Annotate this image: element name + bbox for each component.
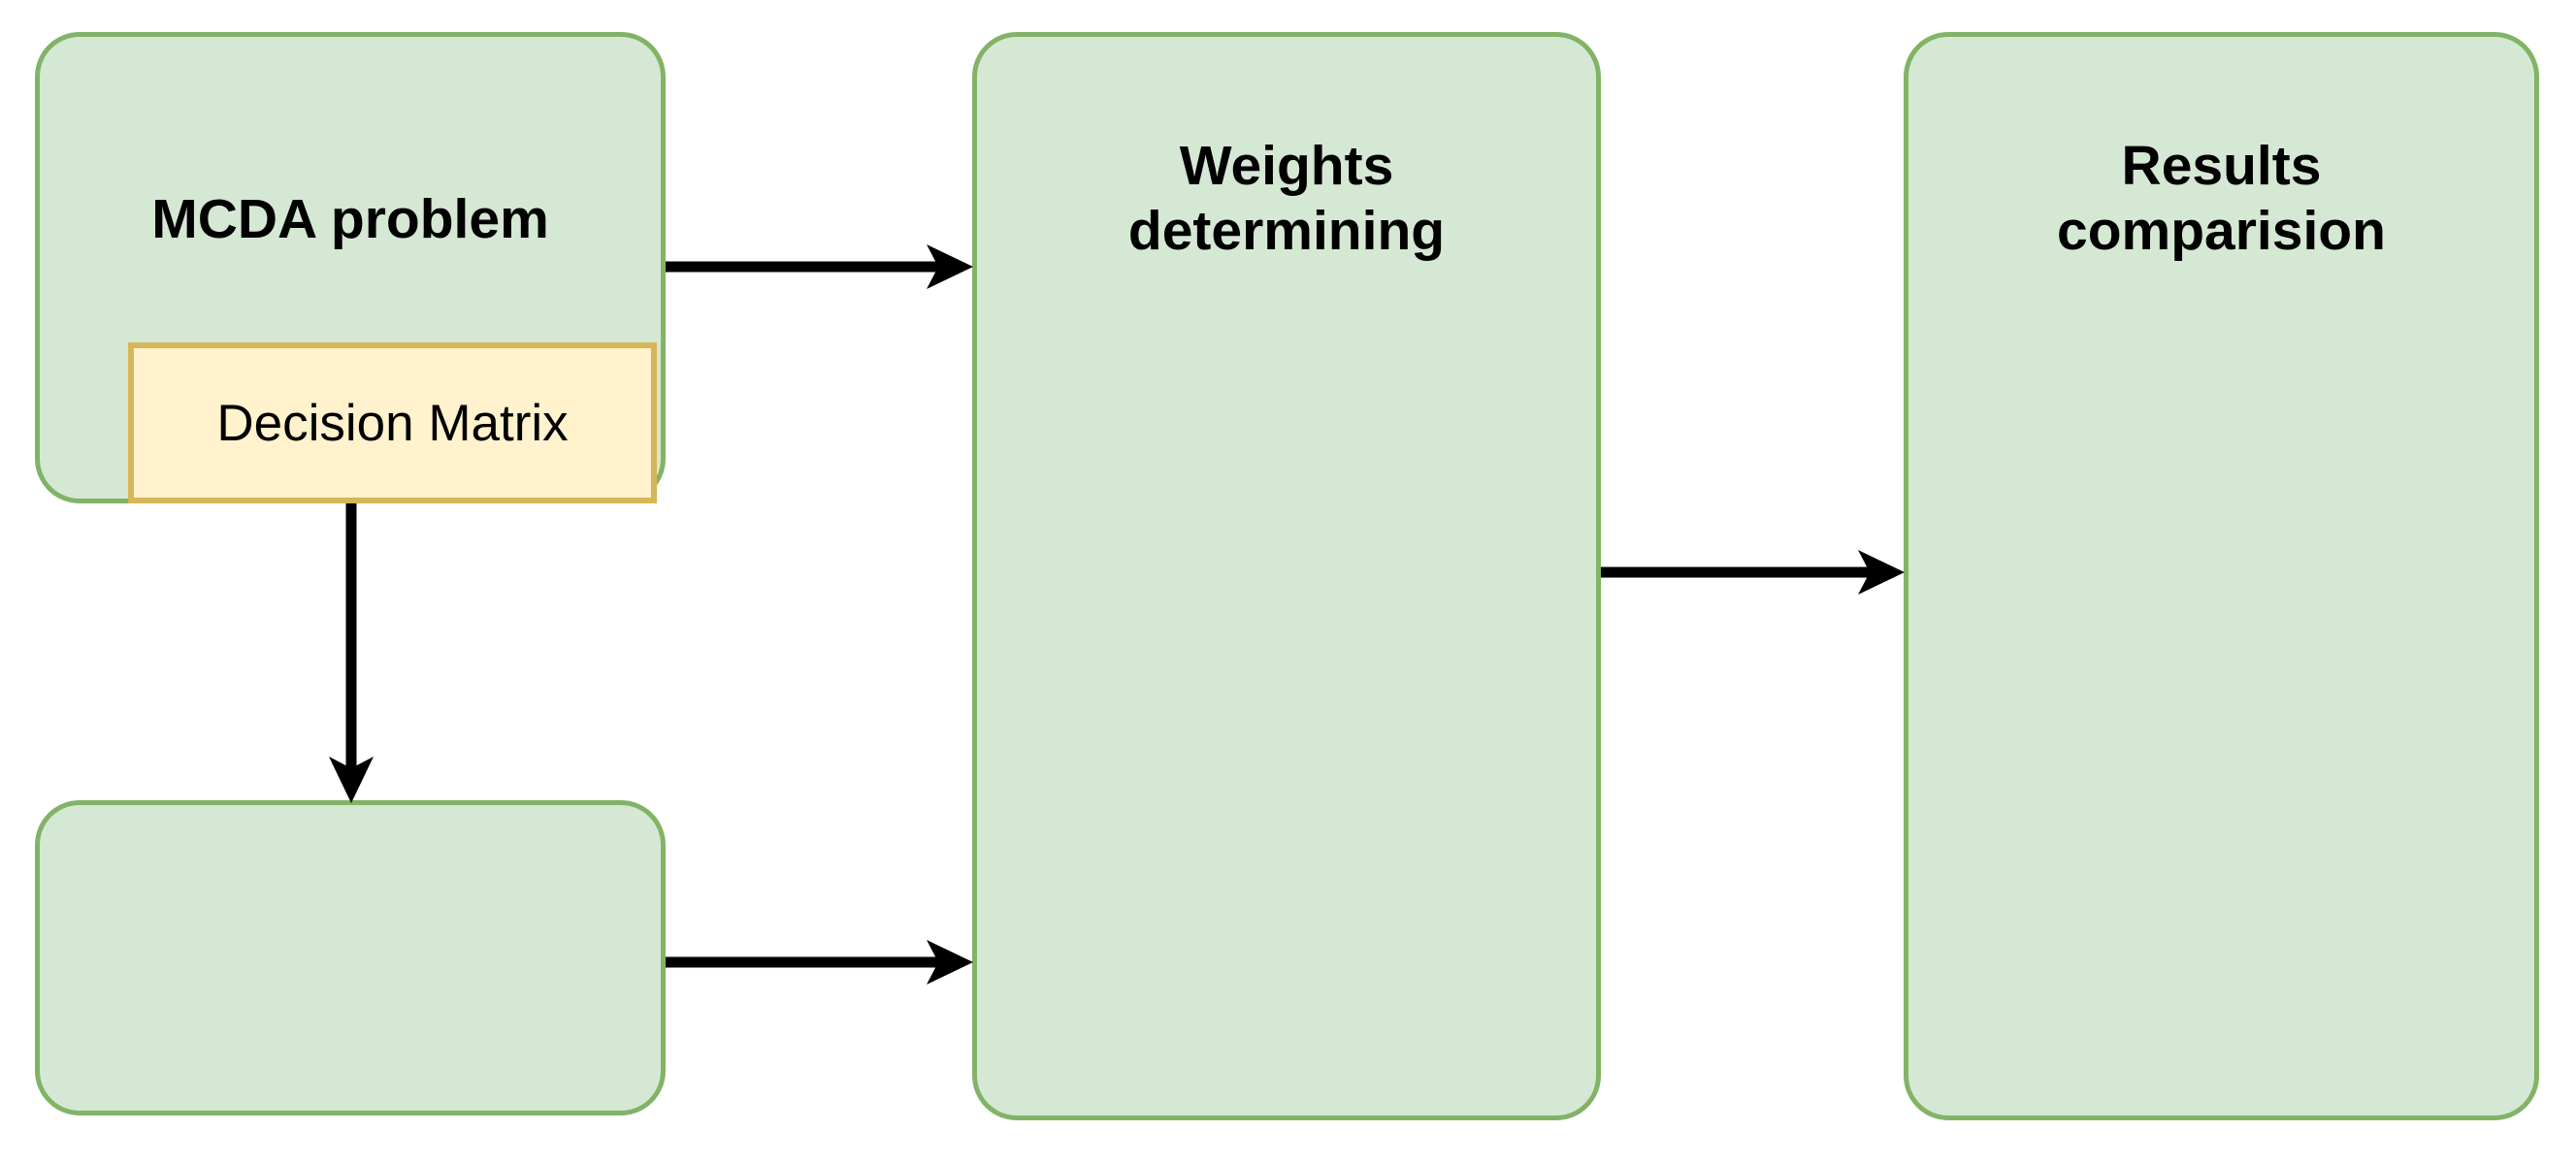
group-title-weights-determining: Weights determining <box>1127 135 1446 263</box>
group-mcda-problem: MCDA problem Decision Matrix <box>35 32 666 503</box>
arrow-mcda-to-weights <box>666 244 973 289</box>
arrow-mcda-to-comet <box>329 503 374 803</box>
item-decision-matrix[interactable]: Decision Matrix <box>128 342 657 503</box>
arrow-weights-to-results <box>1601 550 1905 595</box>
arrow-comet-to-weights <box>666 940 973 985</box>
group-weights-determining: Weights determining Entropy method Std m… <box>972 32 2528 1120</box>
group-comet-method: The COMET method <box>35 800 666 1115</box>
group-title-results-comparision: Results comparision <box>2057 135 2386 263</box>
group-results-comparision: Results comparision TOPSIS VIKOR <box>1904 32 2539 1120</box>
group-title-mcda-problem: MCDA problem <box>151 188 549 250</box>
